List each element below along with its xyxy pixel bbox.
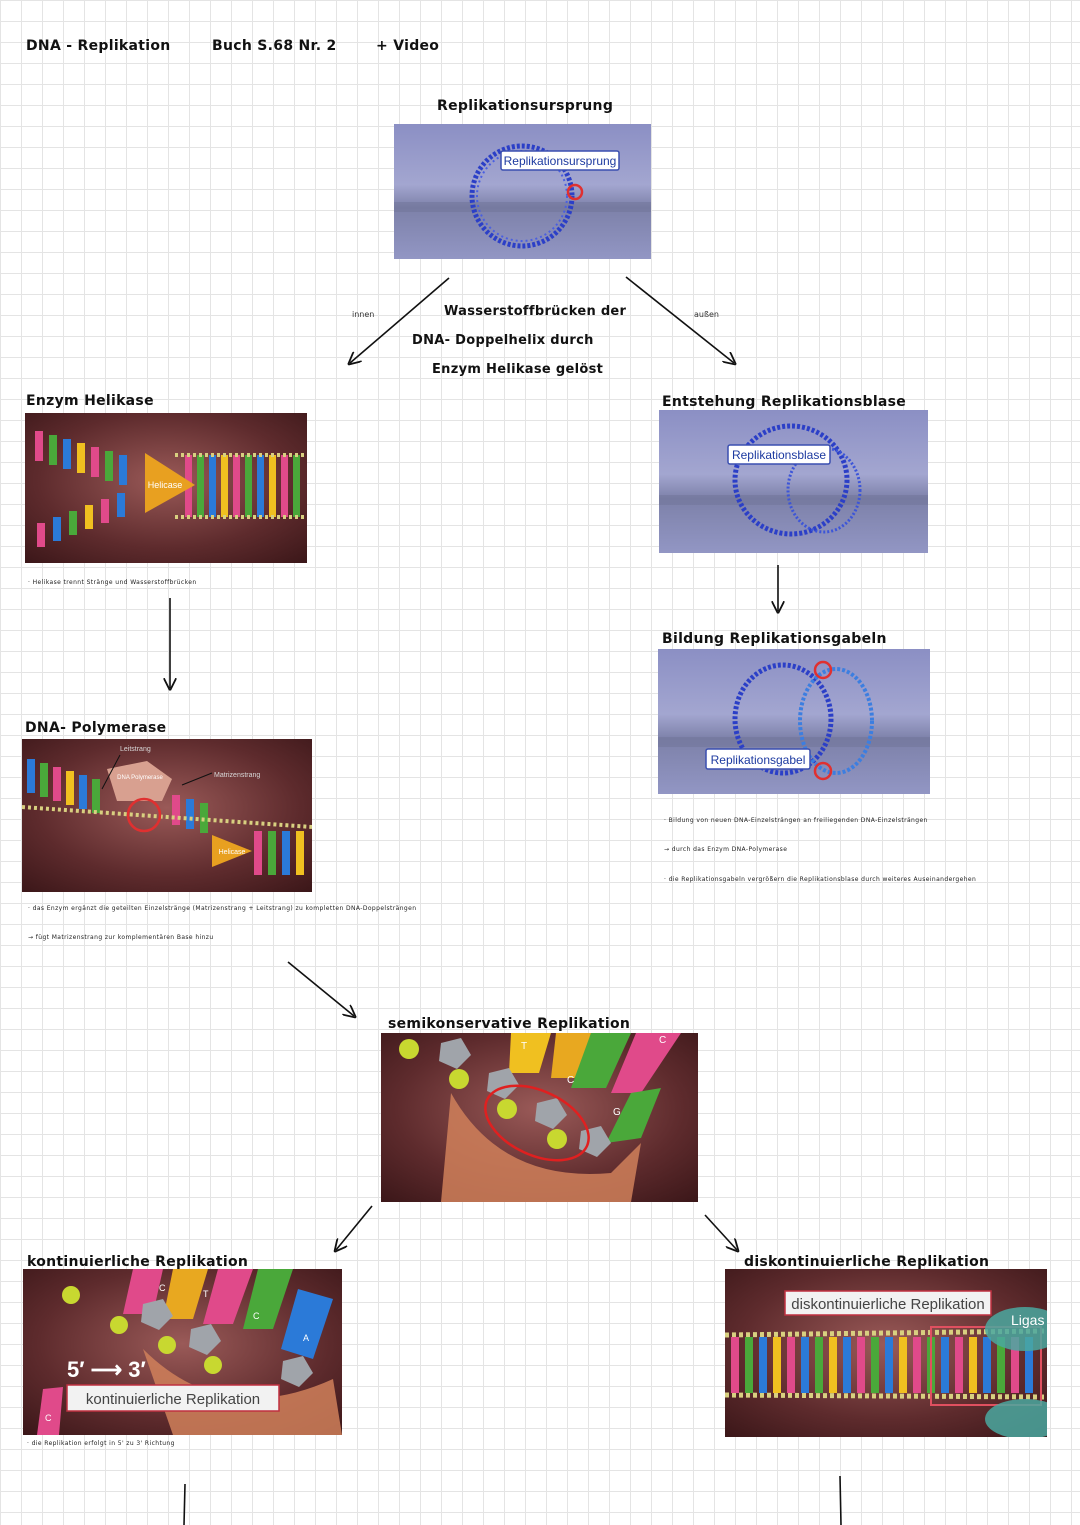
- center-text-line-3: Enzym Helikase gelöst: [432, 362, 604, 377]
- polymerase-image: Leitstrang DNA Polymerase Matrizenstrang…: [22, 739, 312, 892]
- arrow-semi-to-discontinuous: [704, 1214, 737, 1250]
- origin-heading: Replikationsursprung: [437, 98, 614, 114]
- polymerase-heading: DNA- Polymerase: [25, 720, 167, 736]
- fork-image-label: Replikationsgabel: [711, 753, 806, 767]
- semi-base-3: G: [613, 1107, 621, 1118]
- helicase-note: · Helikase trennt Stränge und Wasserstof…: [28, 579, 197, 586]
- bubble-image-label: Replikationsblase: [732, 448, 826, 462]
- continuous-direction-label: 5′ ⟶ 3′: [67, 1357, 146, 1382]
- arrow-polymerase-to-semi: [287, 961, 354, 1016]
- line-continuous-down: [183, 1483, 186, 1525]
- semi-heading: semikonservative Replikation: [388, 1016, 631, 1032]
- continuous-heading: kontinuierliche Replikation: [27, 1254, 249, 1270]
- arrow-semi-to-continuous: [336, 1205, 373, 1250]
- line-discontinuous-down: [839, 1475, 842, 1525]
- continuous-base-5: C: [45, 1413, 52, 1423]
- continuous-image-label: kontinuierliche Replikation: [86, 1391, 260, 1408]
- fork-image: Replikationsgabel: [658, 649, 930, 794]
- arrow-origin-to-bubble: [625, 276, 734, 363]
- discontinuous-enzyme-label: Ligas: [1011, 1312, 1044, 1328]
- polymerase-note-1: · das Enzym ergänzt die geteilten Einzel…: [28, 905, 417, 912]
- arrow-origin-to-helicase: [350, 277, 450, 363]
- semi-base-1: T: [521, 1041, 527, 1052]
- continuous-base-2: T: [203, 1289, 209, 1299]
- discontinuous-image: Ligas diskontinuierliche Replikation: [725, 1269, 1047, 1437]
- branch-label-outer: außen: [694, 310, 720, 319]
- polymerase-label-enzyme: DNA Polymerase: [117, 775, 163, 781]
- polymerase-label-helicase: Helicase: [219, 849, 246, 856]
- discontinuous-heading: diskontinuierliche Replikation: [744, 1254, 990, 1270]
- fork-note-3: · die Replikationsgabeln vergrößern die …: [664, 876, 977, 883]
- continuous-base-4: A: [303, 1333, 309, 1343]
- fork-heading: Bildung Replikationsgabeln: [662, 631, 887, 647]
- fork-note-1: · Bildung von neuen DNA-Einzelsträngen a…: [664, 817, 928, 824]
- continuous-image: C T C A C 5′ ⟶ 3′ kontinuierliche Replik…: [23, 1269, 342, 1435]
- polymerase-label-leitstrang: Leitstrang: [120, 746, 151, 753]
- continuous-base-1: C: [159, 1283, 166, 1293]
- video-reference: + Video: [376, 38, 440, 54]
- discontinuous-image-label: diskontinuierliche Replikation: [791, 1296, 984, 1313]
- continuous-note: · die Replikation erfolgt in 5' zu 3' Ri…: [27, 1440, 175, 1447]
- semi-image: T C G C: [381, 1033, 698, 1202]
- branch-label-inner: innen: [352, 310, 375, 319]
- page-title: DNA - Replikation: [26, 38, 171, 54]
- center-text-line-1: Wasserstoffbrücken der: [444, 304, 627, 319]
- bubble-heading: Entstehung Replikationsblase: [662, 394, 907, 410]
- fork-note-2: → durch das Enzym DNA-Polymerase: [664, 846, 788, 853]
- origin-image-label: Replikationsursprung: [504, 154, 617, 168]
- helicase-heading: Enzym Helikase: [26, 393, 154, 409]
- semi-base-4: C: [659, 1035, 666, 1046]
- origin-image: Replikationsursprung: [394, 124, 651, 259]
- helicase-image-label: Helicase: [148, 480, 183, 490]
- polymerase-note-2: → fügt Matrizenstrang zur komplementären…: [28, 934, 214, 941]
- book-reference: Buch S.68 Nr. 2: [212, 38, 337, 54]
- semi-base-2: C: [567, 1075, 574, 1086]
- bubble-image: Replikationsblase: [659, 410, 928, 553]
- polymerase-label-matrizenstrang: Matrizenstrang: [214, 772, 260, 779]
- center-text-line-2: DNA- Doppelhelix durch: [412, 333, 594, 348]
- helicase-image: Helicase: [25, 413, 307, 563]
- continuous-base-3: C: [253, 1311, 260, 1321]
